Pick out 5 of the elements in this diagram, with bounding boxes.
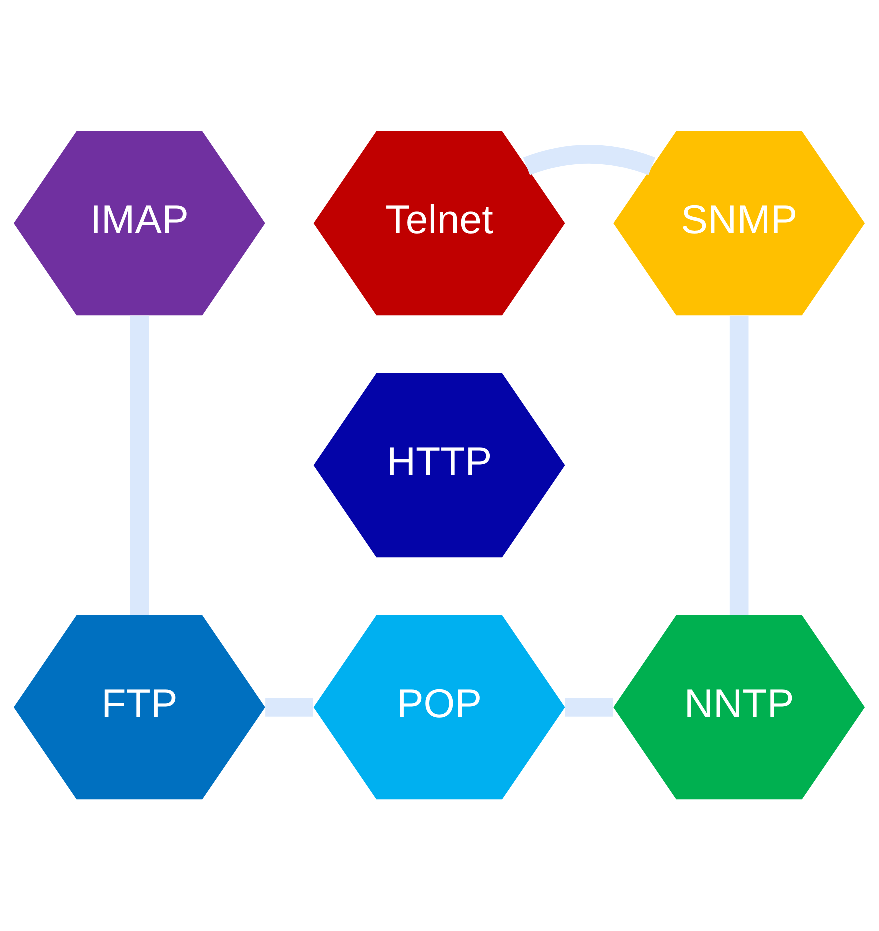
connector — [565, 698, 614, 717]
connector — [266, 698, 314, 717]
connector — [130, 316, 150, 616]
connector — [524, 145, 656, 176]
connector — [730, 316, 749, 616]
